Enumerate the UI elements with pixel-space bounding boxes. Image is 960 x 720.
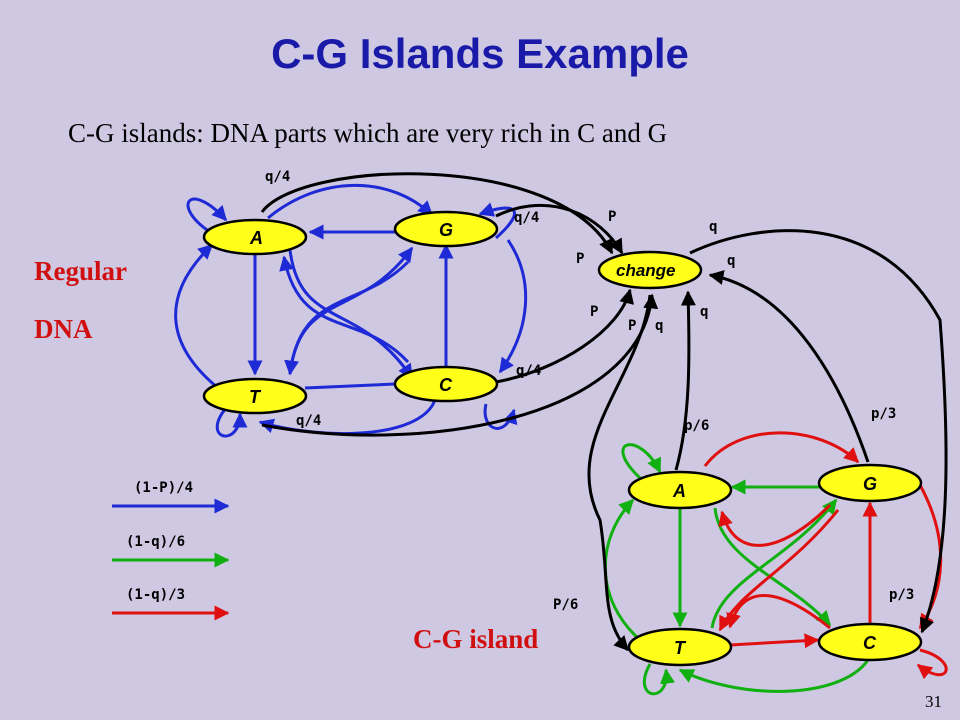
- edge-it-self: [642, 663, 675, 696]
- edge-g-change: [495, 203, 624, 255]
- legend-item-green: (1-q)/6: [112, 534, 230, 568]
- edge-ic-it-red: [726, 594, 831, 630]
- edge-change-ia: [587, 294, 652, 652]
- edge-it-ig-green: [710, 498, 838, 629]
- edge-c-a: [279, 255, 410, 364]
- edge-c-change: [495, 288, 634, 384]
- label-p-2: P: [576, 251, 584, 267]
- edge-g-self: [478, 202, 516, 240]
- label-p-1: P: [608, 209, 616, 225]
- node-change-label: change: [616, 261, 676, 280]
- node-island-a: A: [627, 470, 733, 510]
- edge-ig-change: [708, 270, 870, 463]
- label-q-2: q: [727, 253, 735, 269]
- regular-label: Regular: [34, 256, 127, 286]
- edge-a-change: [260, 172, 614, 255]
- regular-edges: [174, 183, 528, 438]
- label-p3-g: p/3: [871, 406, 896, 422]
- edge-t-a: [174, 243, 219, 390]
- label-p-3: P: [590, 304, 598, 320]
- edge-ig-ia-red: [718, 503, 832, 547]
- cg-island-label: C-G island: [413, 624, 539, 654]
- edge-it-ic: [729, 633, 820, 649]
- node-island-c: C: [817, 622, 923, 662]
- edge-ig-it-red: [718, 509, 840, 632]
- island-edges: [603, 431, 948, 696]
- node-regular-g-label: G: [439, 220, 453, 240]
- legend-item-blue: (1-P)/4: [112, 480, 230, 514]
- edge-ic-self: [916, 648, 948, 680]
- node-regular-c-label: C: [439, 375, 453, 395]
- page-number: 31: [925, 692, 942, 711]
- label-p-4: P: [628, 318, 636, 334]
- label-q-4: q: [655, 318, 663, 334]
- node-regular-a-label: A: [249, 228, 263, 248]
- node-regular-c: C: [393, 365, 499, 403]
- change-edges: [260, 172, 948, 652]
- edge-t-self: [215, 407, 248, 438]
- node-island-g: G: [817, 463, 923, 503]
- node-change: change: [597, 250, 703, 290]
- node-regular-a: A: [202, 218, 308, 256]
- legend-label-red: (1-q)/3: [126, 587, 185, 603]
- edge-a-self: [186, 197, 228, 234]
- label-p6-a: p/6: [684, 418, 709, 434]
- legend: (1-P)/4 (1-q)/6 (1-q)/3: [112, 480, 230, 621]
- edge-change-ic: [689, 229, 948, 634]
- label-q-3: q: [700, 304, 708, 320]
- edge-ia-ig: [703, 431, 860, 467]
- edge-ic-it: [678, 659, 870, 693]
- legend-label-green: (1-q)/6: [126, 534, 185, 550]
- node-regular-g: G: [393, 210, 499, 248]
- node-island-g-label: G: [863, 474, 877, 494]
- node-island-a-label: A: [672, 481, 686, 501]
- edge-ia-self: [621, 443, 662, 480]
- label-q4-c: q/4: [516, 363, 541, 379]
- dna-label: DNA: [34, 314, 93, 344]
- node-regular-t-label: T: [249, 387, 262, 407]
- edge-labels: q/4 q/4 q/4 q/4 P P P P q q q q p/6 P/6 …: [265, 169, 914, 613]
- legend-item-red: (1-q)/3: [112, 587, 230, 621]
- slide-title: C-G Islands Example: [271, 30, 689, 77]
- edge-g-c: [498, 239, 528, 374]
- label-q4-t: q/4: [296, 413, 321, 429]
- slide-subtitle: C-G islands: DNA parts which are very ri…: [68, 118, 668, 148]
- label-p6-t: P/6: [553, 597, 578, 613]
- edge-a-g: [267, 183, 434, 220]
- node-island-t: T: [627, 627, 733, 667]
- label-q4-top: q/4: [265, 169, 290, 185]
- label-p3-c: p/3: [889, 587, 914, 603]
- edge-ia-change: [674, 290, 696, 471]
- island-nodes: A G T C: [627, 463, 923, 667]
- edge-a-c: [288, 249, 414, 380]
- node-island-c-label: C: [863, 633, 877, 653]
- edge-t-change: [261, 293, 659, 437]
- node-regular-t: T: [202, 377, 308, 415]
- regular-nodes: A G T C: [202, 210, 499, 415]
- label-q-1: q: [709, 219, 717, 235]
- legend-label-blue: (1-P)/4: [134, 480, 193, 496]
- edge-g-t: [284, 260, 410, 376]
- node-island-t-label: T: [674, 638, 687, 658]
- label-q4-g: q/4: [514, 210, 539, 226]
